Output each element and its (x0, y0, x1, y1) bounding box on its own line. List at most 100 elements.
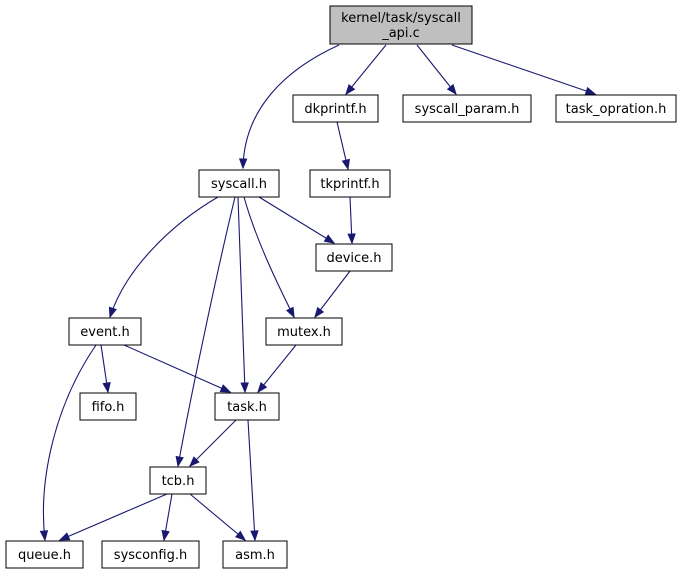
node-task[interactable]: task.h (214, 392, 280, 421)
arrowhead-icon (58, 532, 71, 541)
node-label: task.h (227, 400, 267, 415)
edge-root-to-syscall (238, 44, 340, 170)
edge-dkprintf-to-tkprintf (336, 121, 350, 171)
edge-line (109, 196, 219, 318)
edge-tcb-to-queue (58, 493, 168, 541)
node-box (555, 94, 677, 123)
node-box (79, 392, 137, 421)
node-label: _api.c (381, 26, 420, 41)
arrowhead-icon (175, 455, 184, 468)
edge-root-to-dkprintf (345, 44, 387, 96)
edge-line (237, 196, 246, 393)
edge-tkprintf-to-device (347, 196, 356, 245)
node-event[interactable]: event.h (68, 317, 142, 346)
node-box (309, 169, 391, 198)
node-label: dkprintf.h (304, 102, 366, 117)
edge-mutex-to-task (257, 344, 297, 394)
node-label: queue.h (18, 548, 71, 563)
node-box (198, 169, 280, 198)
arrowhead-icon (234, 530, 247, 541)
edge-line (243, 196, 295, 318)
node-tkprintf[interactable]: tkprintf.h (309, 169, 391, 198)
nodes: kernel/task/syscall_api.c dkprintf.h sysca… (5, 5, 677, 569)
edge-line (189, 493, 246, 541)
node-label: mutex.h (277, 325, 331, 340)
node-label: syscall.h (211, 177, 267, 192)
arrowhead-icon (446, 83, 457, 96)
edge-syscall-to-device (258, 196, 336, 244)
edge-syscall-to-mutex (243, 196, 295, 319)
node-box (402, 94, 532, 123)
node-task-opration[interactable]: task_opration.h (555, 94, 677, 123)
edge-device-to-mutex (314, 270, 351, 319)
edge-line (42, 344, 97, 541)
node-mutex[interactable]: mutex.h (265, 317, 343, 346)
edge-line (59, 493, 168, 541)
arrowhead-icon (341, 158, 350, 171)
edge-root-to-task-opration (451, 44, 597, 95)
edge-event-to-queue (39, 344, 97, 542)
arrowhead-icon (347, 233, 356, 245)
arrowhead-icon (102, 381, 111, 394)
arrowhead-icon (285, 306, 295, 319)
arrowhead-icon (314, 306, 325, 319)
arrowhead-icon (240, 382, 249, 394)
node-box (5, 540, 84, 569)
node-sysconfig[interactable]: sysconfig.h (101, 540, 200, 569)
node-label: kernel/task/syscall (341, 11, 461, 26)
edge-event-to-fifo (100, 344, 111, 394)
edge-line (416, 44, 457, 95)
node-label: tcb.h (162, 474, 195, 489)
arrowhead-icon (257, 381, 268, 394)
node-label: event.h (80, 325, 129, 340)
edge-line (189, 419, 237, 467)
node-box (265, 317, 343, 346)
edge-line (451, 44, 596, 95)
node-box (68, 317, 142, 346)
edge-event-to-task (123, 344, 232, 393)
node-box (222, 540, 288, 569)
arrowhead-icon (345, 83, 356, 96)
node-fifo[interactable]: fifo.h (79, 392, 137, 421)
arrowhead-icon (323, 234, 336, 244)
node-box (329, 5, 473, 45)
edge-line (123, 344, 231, 393)
arrowhead-icon (108, 306, 117, 319)
edge-line (177, 196, 236, 467)
arrowhead-icon (39, 530, 49, 542)
node-device[interactable]: device.h (315, 243, 393, 272)
arrowhead-icon (250, 530, 259, 542)
node-box (292, 94, 379, 123)
node-box (149, 466, 207, 495)
node-box (214, 392, 280, 421)
edge-tcb-to-asm (189, 493, 247, 541)
node-syscall-param[interactable]: syscall_param.h (402, 94, 532, 123)
node-tcb[interactable]: tcb.h (149, 466, 207, 495)
node-label: task_opration.h (566, 102, 667, 117)
node-queue[interactable]: queue.h (5, 540, 84, 569)
node-syscall[interactable]: syscall.h (198, 169, 280, 198)
edge-syscall-to-event (108, 196, 219, 319)
edge-line (258, 196, 335, 244)
arrowhead-icon (189, 456, 200, 467)
edge-task-to-tcb (189, 419, 237, 467)
node-asm[interactable]: asm.h (222, 540, 288, 569)
node-label: tkprintf.h (320, 177, 379, 192)
arrowhead-icon (584, 86, 597, 95)
node-box (315, 243, 393, 272)
edge-line (314, 270, 351, 318)
arrowhead-icon (219, 384, 232, 393)
node-label: device.h (326, 251, 381, 266)
node-box (101, 540, 200, 569)
edge-line (345, 44, 387, 95)
edge-syscall-to-task (237, 196, 249, 394)
edge-task-to-asm (247, 419, 259, 542)
edges (39, 44, 597, 542)
edge-root-to-syscall-param (416, 44, 457, 96)
edge-line (247, 419, 256, 541)
node-label: asm.h (235, 548, 275, 563)
node-root[interactable]: kernel/task/syscall_api.c (329, 5, 473, 45)
node-label: syscall_param.h (415, 102, 520, 117)
node-dkprintf[interactable]: dkprintf.h (292, 94, 379, 123)
